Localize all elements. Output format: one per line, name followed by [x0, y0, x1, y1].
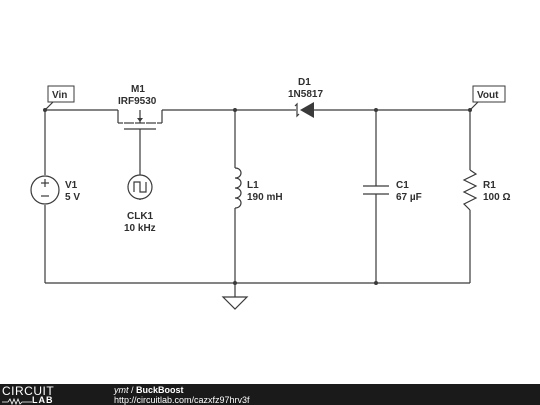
mosfet-m1: M1 IRF9530 — [117, 84, 163, 131]
diode-d1: D1 1N5817 — [288, 77, 323, 118]
d1-name: D1 — [298, 77, 311, 88]
logo-resistor-icon — [2, 398, 32, 405]
inductor-l1: L1 190 mH — [234, 167, 283, 209]
junction-c1-top — [374, 108, 378, 112]
wires — [44, 109, 471, 297]
vin-net-flag: Vin — [44, 85, 75, 111]
r1-value: 100 Ω — [483, 192, 510, 203]
clk1-name: CLK1 — [127, 211, 154, 222]
vin-label: Vin — [52, 90, 67, 101]
l1-value: 190 mH — [247, 192, 283, 203]
resistor-r1: R1 100 Ω — [462, 169, 510, 211]
r1-name: R1 — [483, 180, 496, 191]
circuitlab-logo[interactable]: CIRCUIT LAB — [2, 384, 94, 405]
circuit-title[interactable]: BuckBoost — [136, 385, 184, 395]
circuit-title-line: ymt / BuckBoost — [114, 385, 250, 395]
c1-value: 67 µF — [396, 192, 422, 203]
circuit-url[interactable]: http://circuitlab.com/cazxfz97hrv3f — [114, 395, 250, 405]
m1-value: IRF9530 — [118, 96, 157, 107]
clock-source-clk1: CLK1 10 kHz — [124, 174, 156, 234]
l1-name: L1 — [247, 180, 259, 191]
c1-name: C1 — [396, 180, 409, 191]
circuit-meta: ymt / BuckBoost http://circuitlab.com/ca… — [114, 385, 250, 405]
vout-net-flag: Vout — [469, 85, 506, 111]
circuit-author[interactable]: ymt — [114, 385, 129, 395]
vout-label: Vout — [477, 90, 499, 101]
m1-name: M1 — [131, 84, 145, 95]
v1-name: V1 — [65, 180, 78, 191]
junction-l1-top — [233, 108, 237, 112]
logo-bottom-text: LAB — [32, 395, 54, 405]
capacitor-c1: C1 67 µF — [363, 180, 422, 203]
title-separator: / — [128, 385, 137, 395]
d1-value: 1N5817 — [288, 89, 323, 100]
clk1-value: 10 kHz — [124, 223, 156, 234]
junction-c1-bottom — [374, 281, 378, 285]
junction-ground — [233, 281, 237, 285]
v1-value: 5 V — [65, 192, 80, 203]
ground-symbol — [221, 296, 249, 310]
voltage-source-v1: V1 5 V — [30, 175, 80, 205]
circuit-schematic: Vin Vout M1 IRF9530 — [30, 77, 510, 310]
logo-top-text: CIRCUIT — [2, 384, 55, 398]
footer-bar: CIRCUIT LAB ymt / BuckBoost http://circu… — [0, 384, 540, 405]
